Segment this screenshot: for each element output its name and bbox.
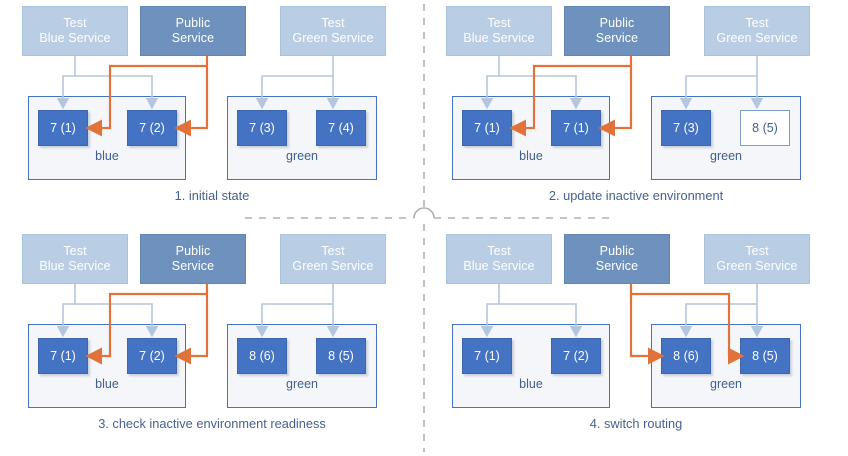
environment-label-green: green <box>710 149 742 163</box>
environment-label-green: green <box>286 149 318 163</box>
instance-box[interactable]: 8 (5) <box>316 338 366 374</box>
instance-box[interactable]: 7 (1) <box>462 110 512 146</box>
instance-box[interactable]: 7 (2) <box>127 110 177 146</box>
instance-box[interactable]: 7 (1) <box>38 338 88 374</box>
instance-box[interactable]: 8 (6) <box>237 338 287 374</box>
environment-label-green: green <box>286 377 318 391</box>
environment-label-blue: blue <box>519 377 543 391</box>
panel-caption: 1. initial state <box>174 188 250 203</box>
instance-box[interactable]: 7 (3) <box>661 110 711 146</box>
panel-caption: 2. update inactive environment <box>548 188 724 203</box>
instance-box[interactable]: 7 (1) <box>551 110 601 146</box>
instance-box[interactable]: 7 (2) <box>127 338 177 374</box>
environment-label-blue: blue <box>519 149 543 163</box>
instance-box[interactable]: 8 (6) <box>661 338 711 374</box>
environment-label-blue: blue <box>95 377 119 391</box>
instance-box[interactable]: 7 (3) <box>237 110 287 146</box>
instance-box[interactable]: 7 (1) <box>462 338 512 374</box>
instance-box[interactable]: 7 (4) <box>316 110 366 146</box>
panel-caption: 3. check inactive environment readiness <box>98 416 326 431</box>
instance-box[interactable]: 7 (1) <box>38 110 88 146</box>
instance-box[interactable]: 7 (2) <box>551 338 601 374</box>
environment-label-blue: blue <box>95 149 119 163</box>
instance-box[interactable]: 8 (5) <box>740 110 790 146</box>
environment-label-green: green <box>710 377 742 391</box>
instance-box[interactable]: 8 (5) <box>740 338 790 374</box>
panel-caption: 4. switch routing <box>589 416 683 431</box>
